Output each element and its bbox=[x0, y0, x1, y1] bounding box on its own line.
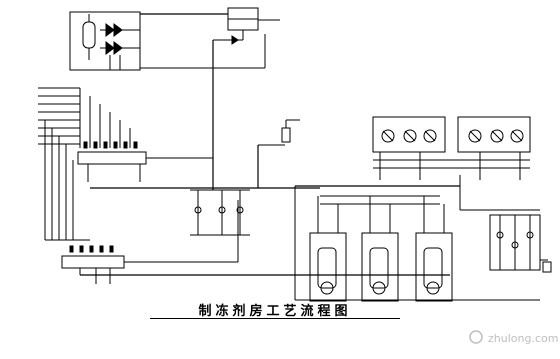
return-header bbox=[61, 245, 450, 284]
pump-icon bbox=[236, 206, 244, 214]
watermark-logo-icon bbox=[469, 330, 483, 344]
chiller-panel-icon bbox=[457, 116, 531, 153]
pump-icon bbox=[218, 206, 226, 214]
diagram-title: 制冻剂房工艺流程图 bbox=[198, 304, 352, 319]
chiller-panel-icon bbox=[372, 116, 446, 153]
pump-icon bbox=[317, 247, 337, 289]
valve-icon bbox=[105, 23, 123, 55]
pump-icon bbox=[369, 247, 389, 289]
header-vessel-icon bbox=[77, 151, 147, 165]
branch-lines bbox=[38, 87, 131, 241]
chiller-unit-2 bbox=[361, 196, 399, 302]
pump-icon bbox=[423, 247, 443, 289]
center-pump-group bbox=[190, 189, 250, 236]
valve-icon bbox=[281, 127, 291, 143]
title-underline bbox=[150, 318, 400, 319]
water-tank-unit bbox=[212, 7, 280, 190]
header-vessel-icon bbox=[61, 255, 125, 269]
supply-header bbox=[77, 141, 150, 182]
right-pump-group bbox=[489, 214, 552, 273]
chiller-unit-3 bbox=[415, 196, 453, 302]
chiller-unit-1 bbox=[309, 196, 347, 302]
pressure-tank-icon bbox=[82, 21, 96, 49]
chiller-panels bbox=[372, 116, 531, 180]
watermark-text: zhulong.com bbox=[488, 332, 559, 345]
pump-icon bbox=[194, 206, 202, 214]
pressure-tank-unit bbox=[69, 11, 141, 71]
